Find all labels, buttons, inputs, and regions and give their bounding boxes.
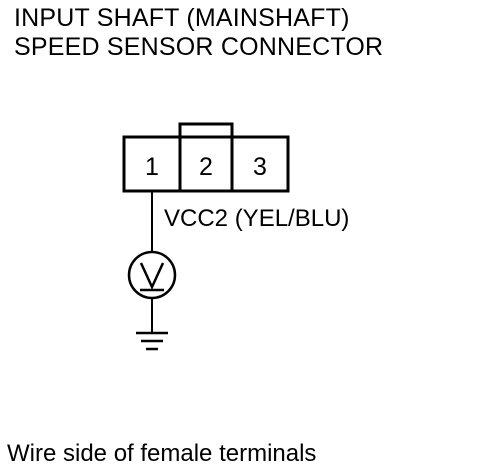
ground-icon (136, 331, 168, 351)
terminal-1-label: 1 (145, 153, 159, 181)
title-line-2: SPEED SENSOR CONNECTOR (14, 33, 384, 61)
view-caption: Wire side of female terminals (7, 440, 317, 467)
terminal-2-label: 2 (199, 153, 213, 181)
connector (122, 122, 290, 193)
diagram-title: INPUT SHAFT (MAINSHAFT) SPEED SENSOR CON… (14, 4, 383, 62)
title-line-1: INPUT SHAFT (MAINSHAFT) (14, 4, 350, 32)
terminal-3-label: 3 (253, 153, 267, 181)
connector-lock-tab (178, 122, 234, 139)
wire-label: VCC2 (YEL/BLU) (164, 205, 349, 232)
voltmeter-icon (127, 250, 177, 300)
